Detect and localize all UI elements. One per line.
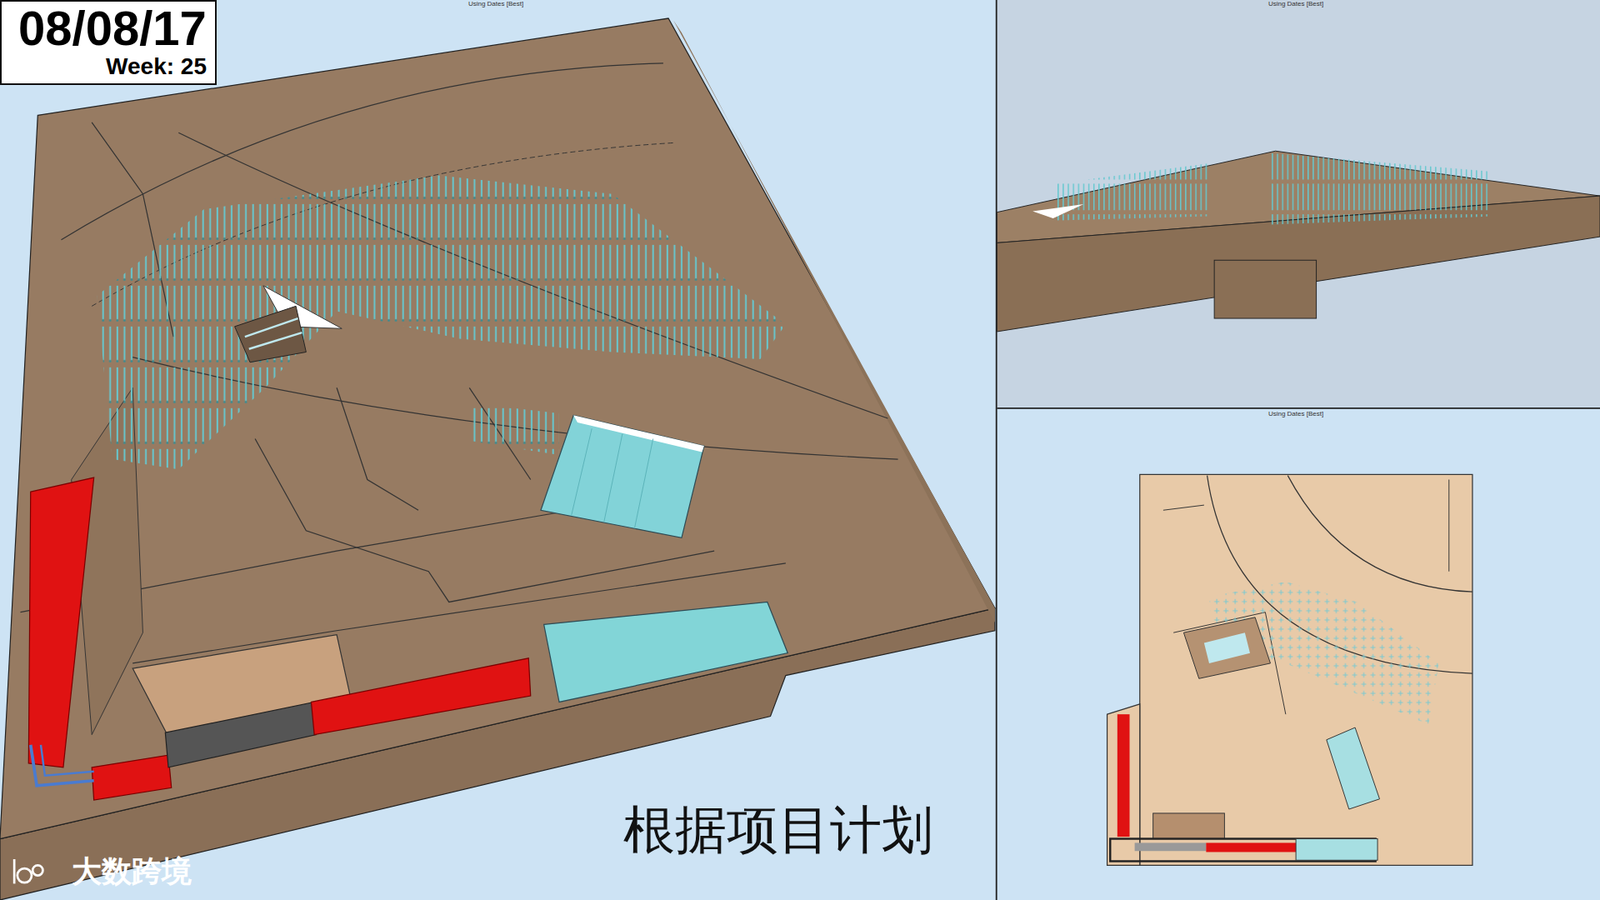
view-title: Using Dates [Best] — [468, 0, 524, 9]
panels — [996, 0, 1600, 900]
view-title: Using Dates [Best] — [1268, 0, 1324, 9]
model-shape — [32, 865, 43, 875]
model-shape — [96, 175, 786, 470]
model-shape — [245, 318, 299, 337]
model-shape — [995, 0, 998, 900]
model-shape — [1270, 153, 1490, 225]
model-shape — [1032, 204, 1084, 219]
model-shape — [635, 439, 654, 529]
date-box: 08/08/17Week: 25 — [0, 0, 217, 85]
model-shape — [1183, 617, 1270, 679]
model-shape — [310, 658, 530, 735]
model-shape — [469, 403, 560, 455]
model-shape — [1326, 727, 1380, 810]
model-shape — [1140, 474, 1473, 865]
site-slab — [0, 18, 995, 900]
week-text: Week: 25 — [18, 54, 207, 80]
model-shape — [1153, 813, 1225, 840]
model-shape — [996, 0, 1600, 408]
model-shape — [1204, 632, 1250, 664]
model-shape — [165, 701, 316, 767]
model-shape — [1135, 842, 1207, 851]
model-shape — [13, 859, 16, 884]
model-shape — [573, 415, 705, 452]
model-shape — [1055, 163, 1210, 221]
model-shape — [571, 428, 592, 515]
model-shape — [91, 755, 172, 800]
model-shape — [28, 477, 94, 768]
model-shape — [544, 601, 789, 702]
model-shape — [996, 407, 1600, 410]
watermark: 大数跨境 — [71, 855, 192, 889]
view-title: Using Dates [Best] — [1268, 410, 1324, 419]
model-shape — [540, 415, 705, 538]
date-text: 08/08/17 — [18, 3, 207, 55]
model-shape — [1107, 704, 1140, 865]
model-shape — [604, 433, 623, 521]
model-shape — [235, 305, 307, 362]
model-shape — [1117, 714, 1130, 837]
model-shape — [0, 18, 995, 839]
model-shape — [1287, 475, 1473, 593]
model-shape — [336, 387, 419, 510]
side-view — [996, 150, 1600, 332]
model-shape — [1205, 842, 1298, 852]
plan-view — [1107, 474, 1473, 865]
model-shape — [40, 745, 95, 776]
watermark-logo — [14, 859, 43, 884]
model-shape — [30, 745, 95, 786]
caption: 根据项目计划 — [623, 801, 934, 859]
model-shape — [1214, 260, 1316, 319]
model-shape — [1295, 839, 1378, 861]
model-shape — [249, 332, 303, 350]
model-shape — [17, 868, 32, 883]
